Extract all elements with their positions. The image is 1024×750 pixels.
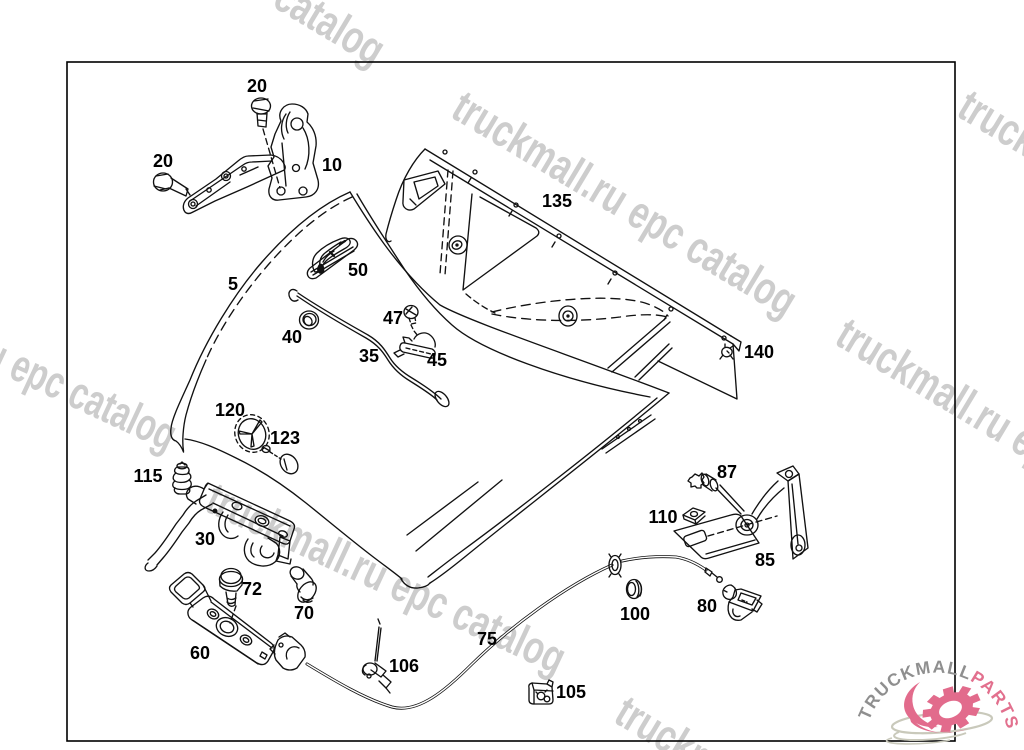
svg-text:100: 100: [620, 604, 650, 624]
svg-text:5: 5: [228, 274, 238, 294]
svg-text:140: 140: [744, 342, 774, 362]
svg-text:106: 106: [389, 656, 419, 676]
svg-text:85: 85: [755, 550, 775, 570]
svg-text:70: 70: [294, 603, 314, 623]
svg-text:75: 75: [477, 629, 497, 649]
svg-text:105: 105: [556, 682, 586, 702]
svg-text:40: 40: [282, 327, 302, 347]
svg-text:60: 60: [190, 643, 210, 663]
svg-text:47: 47: [383, 308, 403, 328]
svg-text:87: 87: [717, 462, 737, 482]
svg-text:110: 110: [648, 507, 677, 527]
svg-text:45: 45: [427, 350, 447, 370]
svg-text:135: 135: [542, 191, 572, 211]
svg-text:72: 72: [242, 579, 262, 599]
svg-text:80: 80: [697, 596, 717, 616]
svg-text:123: 123: [270, 428, 300, 448]
svg-text:20: 20: [153, 151, 173, 171]
svg-text:20: 20: [247, 76, 267, 96]
svg-text:30: 30: [195, 529, 215, 549]
svg-text:50: 50: [348, 260, 368, 280]
svg-text:10: 10: [322, 155, 342, 175]
svg-text:35: 35: [359, 346, 379, 366]
svg-text:115: 115: [133, 466, 162, 486]
svg-text:120: 120: [215, 400, 245, 420]
